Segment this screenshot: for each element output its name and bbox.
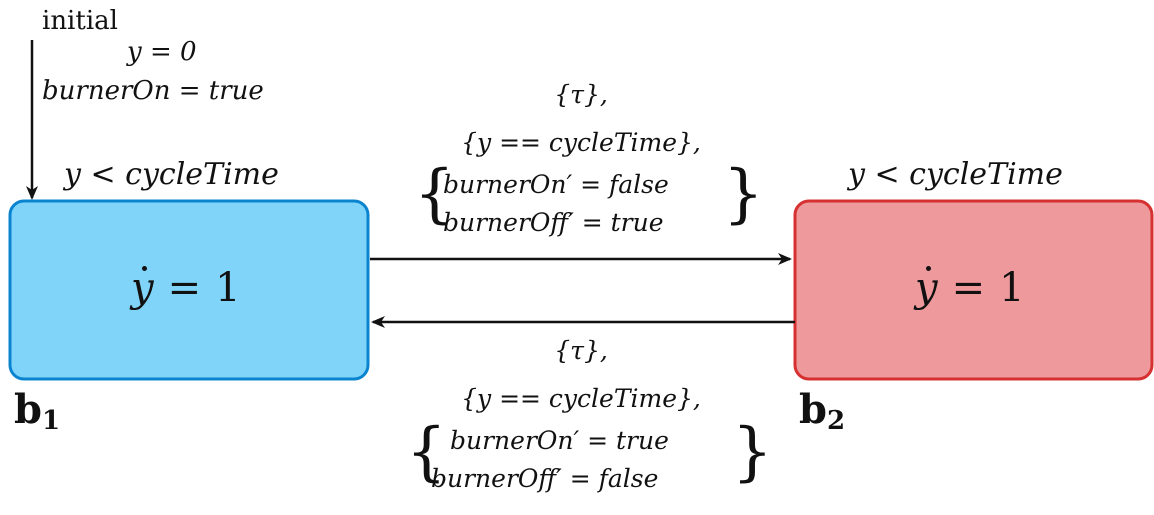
state-b2-box[interactable] bbox=[793, 199, 1154, 381]
state-b1-flow-variable: y bbox=[131, 265, 154, 311]
state-b2-invariant: y < cycleTime bbox=[848, 157, 1063, 192]
edge-b2-b1-reset-burneroff: burnerOff′ = false bbox=[431, 464, 659, 493]
state-b1-flow-equals: = bbox=[167, 265, 202, 311]
edge-b1-b2-guard: {y == cycleTime}, bbox=[461, 128, 701, 157]
state-b2-flow-equals: = bbox=[951, 265, 986, 311]
edge-b2-b1-guard: {y == cycleTime}, bbox=[461, 384, 701, 413]
edge-b1-b2-left-brace: { bbox=[414, 157, 455, 231]
edge-b1-b2-event: {τ}, bbox=[554, 80, 608, 109]
initial-y-assignment: y = 0 bbox=[127, 37, 197, 67]
edge-b2-b1-reset-burneron: burnerOn′ = true bbox=[450, 426, 669, 455]
state-b2-name-subscript: 2 bbox=[826, 406, 846, 436]
initial-burner-assignment: burnerOn = true bbox=[42, 76, 264, 106]
edge-b2-b1-event: {τ}, bbox=[554, 336, 608, 365]
state-b2-name: b2 bbox=[799, 390, 846, 436]
edge-b1-b2-right-brace: } bbox=[723, 157, 764, 231]
state-b2-flow-variable: y bbox=[915, 265, 938, 311]
state-b1-box[interactable] bbox=[8, 199, 370, 381]
state-b1-name: b1 bbox=[14, 390, 61, 436]
initial-label: initial bbox=[42, 6, 118, 36]
state-b1-name-subscript: 1 bbox=[41, 406, 61, 436]
edge-b2-b1-right-brace: } bbox=[732, 415, 773, 489]
edge-b1-b2-reset-burneron: burnerOn′ = false bbox=[443, 170, 669, 199]
state-b2-name-letter: b bbox=[799, 386, 827, 433]
edge-b2-b1-left-brace: { bbox=[406, 415, 447, 489]
state-b1-flow: y = 1 bbox=[131, 265, 241, 311]
state-b1-flow-value: 1 bbox=[215, 265, 241, 311]
edge-b1-b2-reset-burneroff: burnerOff′ = true bbox=[443, 208, 664, 237]
state-b2-flow-value: 1 bbox=[999, 265, 1025, 311]
state-b1-name-letter: b bbox=[14, 386, 42, 433]
state-b1-invariant: y < cycleTime bbox=[64, 157, 279, 192]
state-b2-flow: y = 1 bbox=[915, 265, 1025, 311]
